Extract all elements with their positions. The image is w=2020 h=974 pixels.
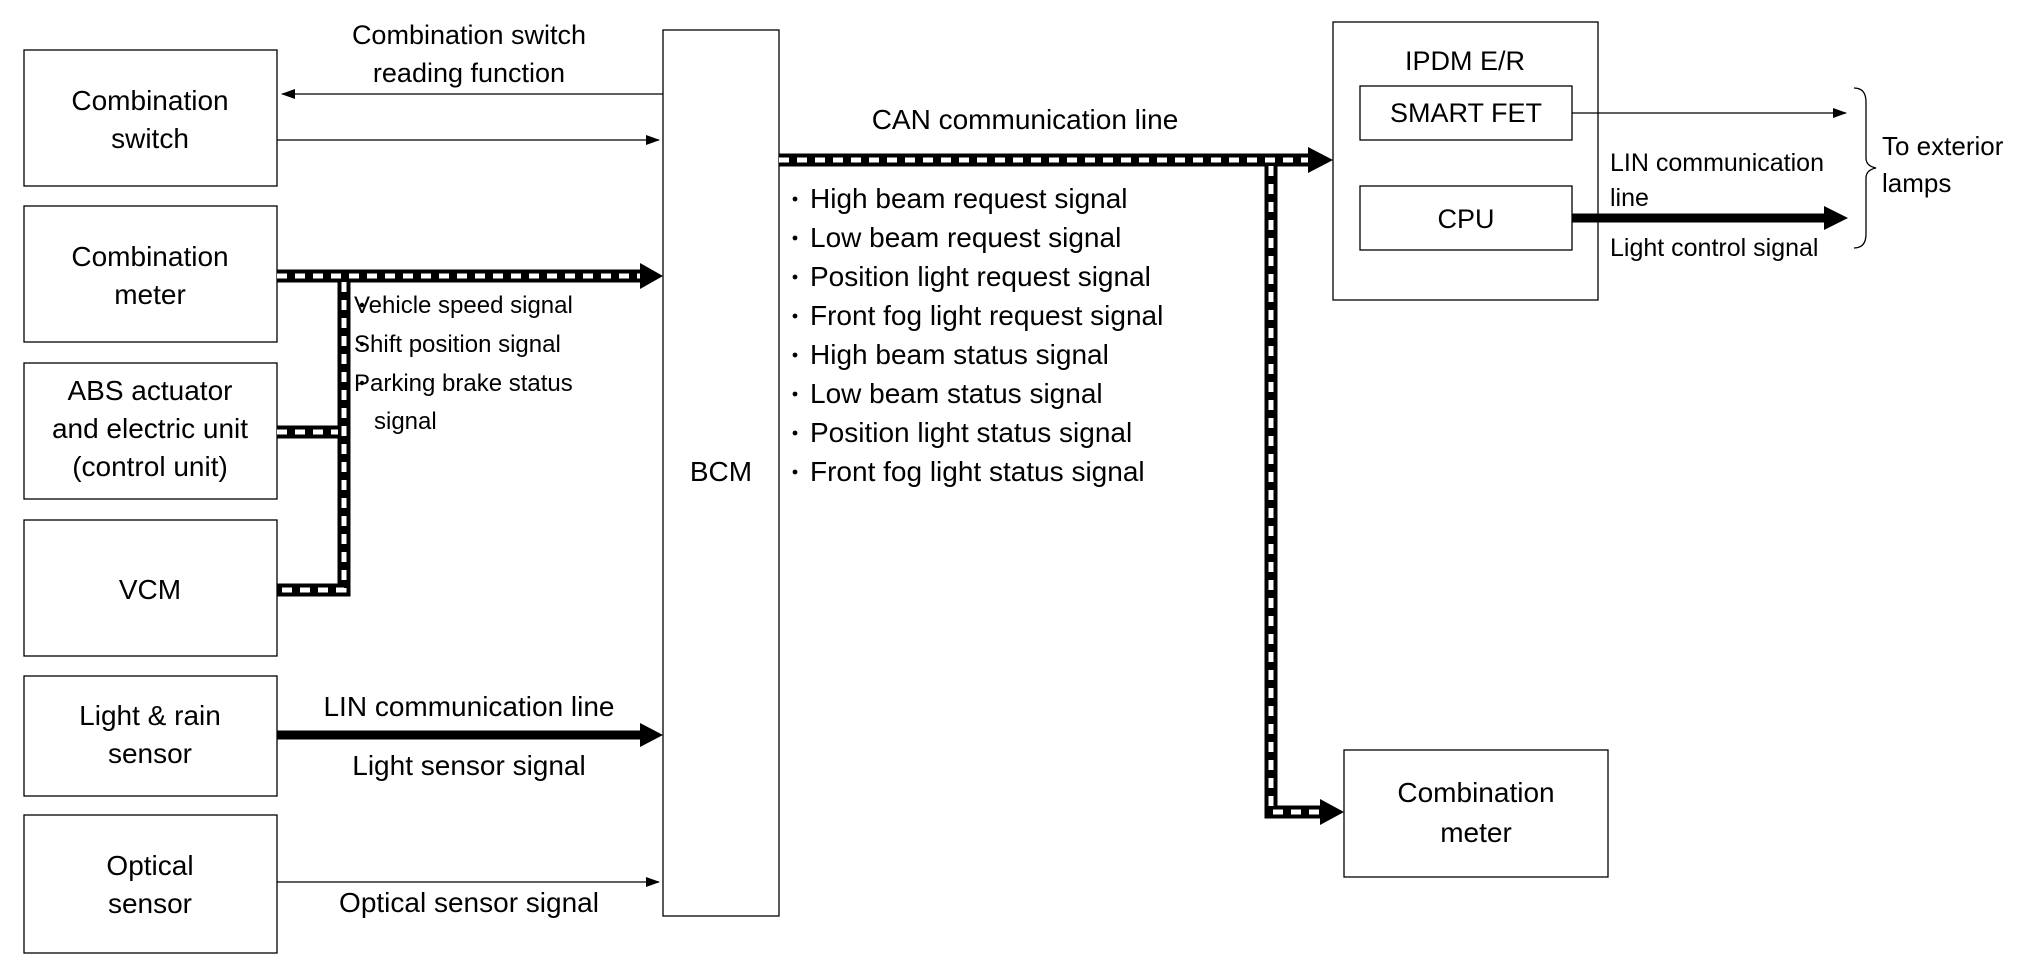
lin-line-ipdm-label-line2: line <box>1610 184 1649 212</box>
to-exterior-lamps-line2: lamps <box>1882 168 1951 198</box>
meter-signal-3-cont: signal <box>374 408 437 435</box>
can-signal-5: High beam status signal <box>810 339 1109 370</box>
lin-line-ipdm-label-line1: LIN communication <box>1610 149 1824 177</box>
cpu-box <box>1359 185 1573 251</box>
combination-switch-label-line2: switch <box>111 123 189 154</box>
switch-reading-label-line1: Combination switch <box>352 20 586 50</box>
vcm-label: VCM <box>119 574 181 605</box>
meter-signal-3: Parking brake status <box>354 370 573 397</box>
ipdm-title: IPDM E/R <box>1405 46 1525 76</box>
abs-actuator-label-line1: ABS actuator <box>68 375 233 406</box>
combination-meter-left-label-line1: Combination <box>71 241 228 272</box>
can-signal-1: High beam request signal <box>810 183 1128 214</box>
combination-meter-right-label-line2: meter <box>1440 817 1512 848</box>
can-signal-3: Position light request signal <box>810 261 1151 292</box>
light-rain-sensor-label-line1: Light & rain <box>79 700 221 731</box>
cpu-label: CPU <box>1437 204 1494 234</box>
switch-reading-label-line2: reading function <box>373 58 565 88</box>
right-can-bus <box>779 147 1344 825</box>
meter-signal-2: Shift position signal <box>354 331 561 358</box>
combination-meter-left-box: Combination meter <box>23 205 278 343</box>
bcm-box: BCM <box>662 29 780 917</box>
combination-meter-right-box: Combination meter <box>1343 749 1609 878</box>
combination-switch-label-line1: Combination <box>71 85 228 116</box>
combination-meter-left-label-line2: meter <box>114 279 186 310</box>
to-exterior-lamps-line1: To exterior <box>1882 131 2004 161</box>
light-rain-sensor-box: Light & rain sensor <box>23 675 278 797</box>
abs-actuator-label-line2: and electric unit <box>52 413 248 444</box>
optical-sensor-label-line2: sensor <box>108 888 192 919</box>
meter-signal-1: Vehicle speed signal <box>354 292 573 319</box>
can-signal-2: Low beam request signal <box>810 222 1121 253</box>
abs-actuator-box: ABS actuator and electric unit (control … <box>23 362 278 500</box>
combination-meter-right-label-line1: Combination <box>1397 777 1554 808</box>
can-signal-6: Low beam status signal <box>810 378 1103 409</box>
abs-actuator-label-line3: (control unit) <box>72 451 228 482</box>
optical-sensor-signal-label: Optical sensor signal <box>339 887 599 918</box>
can-signal-8: Front fog light status signal <box>810 456 1145 487</box>
can-signal-list: High beam request signal Low beam reques… <box>792 183 1163 487</box>
light-rain-sensor-label-line2: sensor <box>108 738 192 769</box>
combination-switch-box: Combination switch <box>23 49 278 187</box>
can-line-label: CAN communication line <box>872 104 1179 135</box>
ipdm-box: IPDM E/R SMART FET CPU <box>1332 21 1599 301</box>
light-control-signal-label: Light control signal <box>1610 234 1818 262</box>
exterior-lamps-brace <box>1853 87 1877 249</box>
can-signal-7: Position light status signal <box>810 417 1132 448</box>
can-signal-4: Front fog light request signal <box>810 300 1163 331</box>
lin-line-sensor-label: LIN communication line <box>323 691 614 722</box>
cpu-lin-output <box>1572 206 1848 230</box>
left-can-bus <box>277 263 663 597</box>
light-sensor-signal-label: Light sensor signal <box>352 750 585 781</box>
lin-sensor-line <box>277 723 663 747</box>
optical-sensor-label-line1: Optical <box>106 850 193 881</box>
optical-sensor-box: Optical sensor <box>23 814 278 954</box>
smart-fet-box <box>1359 85 1573 141</box>
vcm-box: VCM <box>23 519 278 657</box>
bcm-label: BCM <box>690 456 752 487</box>
smart-fet-label: SMART FET <box>1390 98 1542 128</box>
